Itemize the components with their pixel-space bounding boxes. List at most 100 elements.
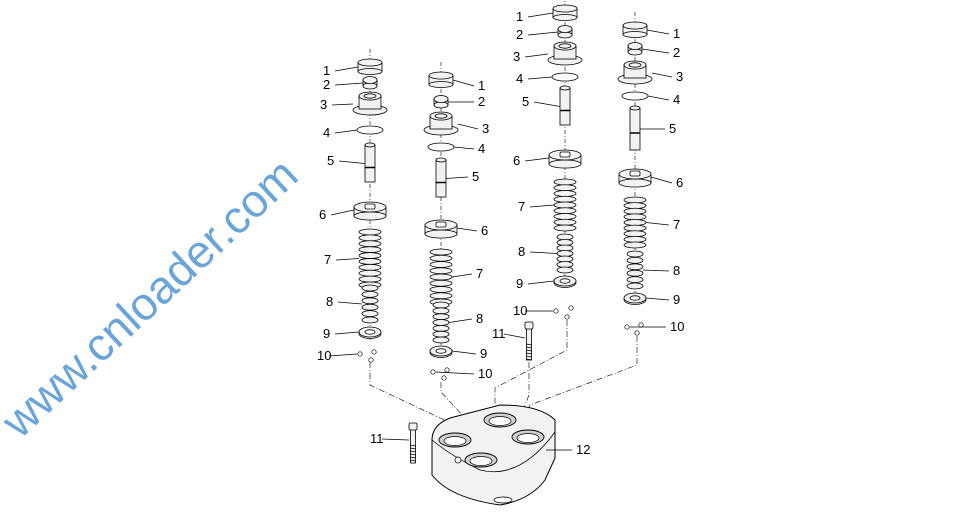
stack-b-spring-seat (424, 219, 458, 239)
stack-b-main-spring-coil (429, 261, 453, 268)
stack-a-bushing-bore (363, 93, 377, 99)
stack-a-callout-4: 4 (323, 125, 330, 140)
stack-c-main-spring-coil (553, 218, 577, 226)
stack-c-callout-6: 6 (513, 153, 520, 168)
housing-bore-inner (443, 436, 467, 446)
stack-c-main-spring (553, 178, 577, 232)
stack-d-callout-8: 8 (673, 263, 680, 278)
stack-b-callout-5: 5 (472, 169, 479, 184)
stack-d-inner-spring-coil (626, 276, 644, 284)
housing-mount-hole (493, 496, 513, 504)
body-bolt-thread (409, 447, 417, 450)
stack-c-main-spring-coil (553, 184, 577, 192)
stack-b-main-spring-coil (429, 267, 453, 275)
stack-b-cap-bottom (428, 81, 454, 88)
stack-d-callout-3: 3 (676, 69, 683, 84)
stack-c-bolt-thread (525, 343, 533, 346)
stack-b-callout-3: 3 (482, 121, 489, 136)
stack-a-spool (364, 142, 376, 183)
housing-bore-inner (516, 433, 540, 443)
stack-c-ball (553, 308, 559, 314)
stack-b-callout-7-leader (451, 273, 473, 278)
housing-port (454, 456, 462, 464)
stack-a-callout-7: 7 (324, 252, 331, 267)
stack-a-inner-spring (361, 284, 379, 324)
stack-a-callout-1: 1 (323, 63, 330, 78)
stack-d-o-ring (621, 91, 649, 101)
stack-d-ball (624, 324, 630, 330)
body-bolt-callout-11-leader (381, 438, 410, 441)
body-bolt-callout-11: 11 (370, 431, 384, 446)
stack-d-callout-7: 7 (673, 217, 680, 232)
stack-c-main-spring-coil (553, 207, 577, 215)
stack-a-spring-seat-bottom (353, 211, 387, 221)
stack-c-spool (559, 85, 571, 126)
stack-d-inner-spring-coil (626, 282, 644, 290)
stack-c-callout-7-leader (529, 204, 555, 208)
stack-c-callout-2: 2 (516, 27, 523, 42)
housing-edge (431, 431, 556, 473)
stack-a-main-spring-coil (358, 228, 382, 236)
body-bolt-head (408, 422, 418, 431)
stack-b-callout-2: 2 (478, 94, 485, 109)
stack-b-main-spring-coil (429, 254, 453, 262)
stack-a-ball (368, 357, 374, 363)
stack-c-main-spring-coil (553, 213, 577, 220)
stack-d-washer (623, 292, 647, 305)
parts-layer (352, 0, 653, 506)
body-bolt-thread (409, 456, 417, 459)
stack-a-callout-10-leader (328, 353, 358, 357)
stack-c-bolt-thread (525, 349, 533, 352)
stack-d-cap-top (622, 21, 648, 30)
stack-d-cap-bottom (622, 31, 648, 38)
stack-a-main-spring-coil (358, 240, 382, 248)
stack-d-callout-6: 6 (676, 175, 683, 190)
stack-a-ball (357, 351, 363, 357)
stack-b-inner-spring-coil (432, 324, 450, 332)
stack-c-spring-seat-slot (559, 151, 571, 158)
stack-d-callout-10: 10 (670, 319, 684, 334)
stack-b-cap-top (428, 71, 454, 80)
stack-c-callout-3-leader (524, 53, 549, 58)
watermark: www.cnloader.com (0, 148, 307, 448)
stack-c-callout-1: 1 (516, 9, 523, 24)
stack-c-inner-spring (556, 233, 574, 274)
stack-c-bolt-thread (525, 346, 533, 349)
stack-d-callout-1-leader (646, 29, 670, 35)
stack-d-main-spring-coil (623, 230, 647, 238)
stack-b-cap (428, 71, 454, 88)
stack-c-bolt-head (524, 321, 534, 330)
stack-d-collar (627, 42, 643, 56)
stack-b-collar (433, 95, 449, 109)
stack-a-washer-hole (364, 329, 376, 335)
stack-b-callout-6-leader (456, 227, 478, 232)
body-bolt-thread (409, 453, 417, 456)
stack-c-callout-6-leader (524, 157, 550, 162)
stack-a-main-spring-coil (358, 269, 382, 277)
stack-d-callout-3-leader (651, 72, 673, 78)
body-bolt (408, 422, 418, 464)
stack-b-callout-6: 6 (481, 223, 488, 238)
stack-b-spool-tip (435, 157, 447, 163)
stack-d-ball (634, 330, 640, 336)
stack-a-collar (362, 76, 378, 90)
stack-d-callout-1: 1 (673, 26, 680, 41)
stack-c-callout-8: 8 (518, 244, 525, 259)
stack-a-o-ring (356, 125, 384, 135)
stack-b-main-spring-coil (429, 292, 453, 300)
stack-b-callout-1: 1 (478, 78, 485, 93)
stack-d-callout-7-leader (645, 222, 670, 226)
stack-b-callout-8-leader (448, 318, 473, 323)
stack-b-callout-7: 7 (476, 266, 483, 281)
stack-d-main-spring-coil (623, 235, 647, 243)
stack-d-cap (622, 21, 648, 38)
stack-c-callout-11: 11 (492, 326, 506, 341)
stack-c-spring-seat-bottom (548, 159, 582, 169)
stack-a-spring-seat-slot (364, 203, 376, 210)
stack-c-callout-4: 4 (516, 71, 523, 86)
stack-c-bolt (524, 321, 534, 361)
stack-d-main-spring (623, 196, 647, 249)
stack-d-spring-seat (618, 168, 652, 188)
stack-d-main-spring-coil (623, 207, 647, 215)
stack-c-bolt-thread (525, 355, 533, 358)
